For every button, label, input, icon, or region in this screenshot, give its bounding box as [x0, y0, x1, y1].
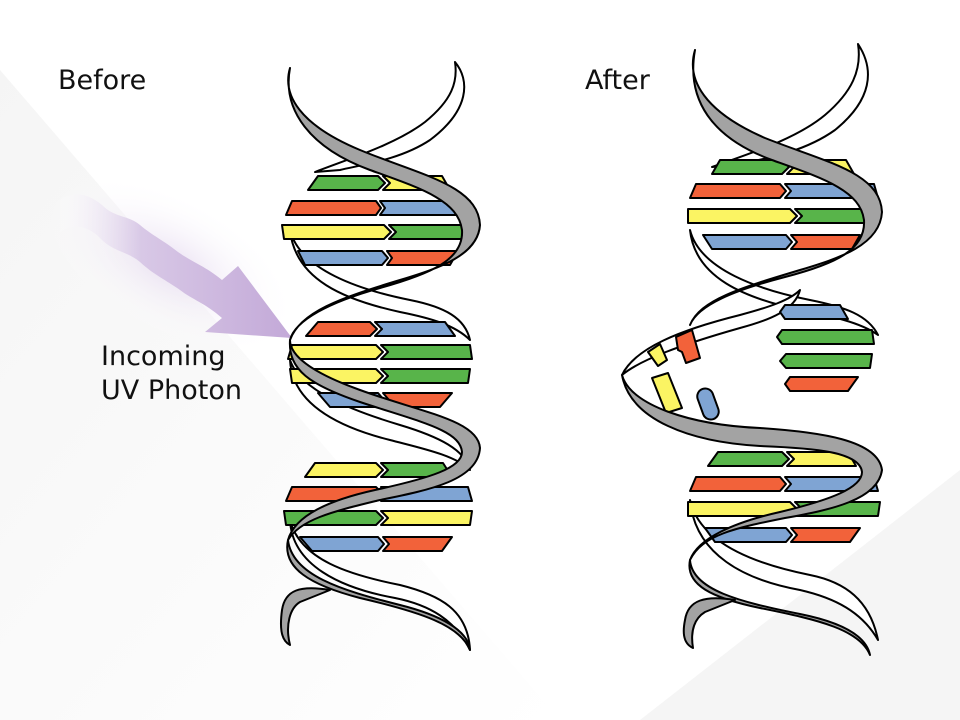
base-green	[776, 329, 875, 345]
base-green	[380, 368, 471, 384]
base-green	[388, 224, 475, 240]
before-label: Before	[58, 65, 147, 96]
base-orange	[784, 376, 859, 392]
base-yellow	[380, 510, 473, 526]
base-yellow	[281, 224, 392, 240]
broken-base-icon	[647, 329, 720, 421]
base-blue	[374, 321, 456, 337]
base-green	[707, 451, 790, 467]
photon-label-line2: UV Photon	[101, 375, 242, 406]
base-orange	[305, 321, 378, 337]
base-orange	[285, 200, 382, 216]
front-strand	[280, 67, 481, 651]
dna-helix-before	[280, 61, 481, 651]
base-orange	[386, 250, 459, 266]
base-yellow	[687, 208, 798, 224]
base-pairs-after	[647, 159, 881, 543]
base-orange	[790, 234, 861, 250]
base-green	[380, 344, 473, 360]
dna-helix-after	[621, 43, 883, 656]
wavy-arrow-icon	[42, 174, 298, 356]
front-strand	[621, 49, 883, 656]
base-green	[779, 353, 873, 369]
photon-label-line1: Incoming	[101, 341, 226, 372]
base-green	[307, 175, 386, 191]
photon-label: Incoming UV Photon	[101, 340, 242, 408]
base-orange	[790, 527, 861, 543]
base-yellow	[287, 344, 384, 360]
base-orange	[689, 183, 787, 199]
base-blue	[299, 536, 385, 552]
base-blue	[779, 304, 849, 320]
base-orange	[382, 536, 453, 552]
base-yellow	[304, 462, 384, 478]
base-orange	[689, 476, 787, 492]
base-blue	[297, 250, 389, 266]
after-label: After	[585, 65, 650, 96]
base-blue	[702, 234, 793, 250]
